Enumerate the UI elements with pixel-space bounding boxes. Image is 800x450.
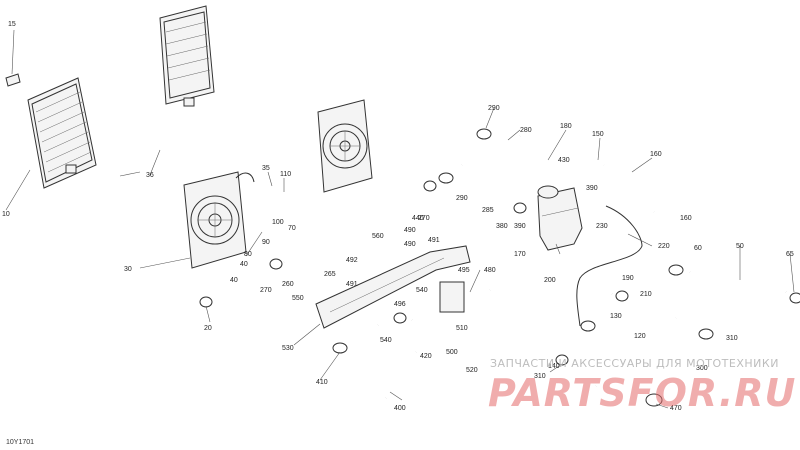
plate-15 xyxy=(5,73,21,87)
leader-lines xyxy=(5,29,795,409)
callout-492: 492 xyxy=(346,257,358,264)
callout-540: 540 xyxy=(380,337,392,344)
callout-160: 160 xyxy=(650,151,662,158)
callout-280: 280 xyxy=(520,127,532,134)
callout-400: 400 xyxy=(394,405,406,412)
radiator-left xyxy=(27,77,97,189)
callout-160: 160 xyxy=(680,215,692,222)
callout-310: 310 xyxy=(726,335,738,342)
callout-490: 490 xyxy=(404,227,416,234)
callout-420: 420 xyxy=(420,353,432,360)
callout-290: 290 xyxy=(488,105,500,112)
callout-270: 270 xyxy=(418,215,430,222)
hose-160 xyxy=(603,164,655,213)
callout-130: 130 xyxy=(610,313,622,320)
callout-430: 430 xyxy=(558,157,570,164)
callout-480: 480 xyxy=(484,267,496,274)
callout-labels: 15 10 36 35 110 100 70 80 90 40 40 30 20 270 260 265 492… xyxy=(2,21,794,412)
callout-550: 550 xyxy=(292,295,304,302)
callout-440: 440 xyxy=(412,215,424,222)
callout-110: 110 xyxy=(280,171,291,178)
callout-230: 230 xyxy=(596,223,608,230)
callout-10: 10 xyxy=(2,211,10,218)
callout-170: 170 xyxy=(514,251,526,258)
callout-520: 520 xyxy=(466,367,478,374)
watermark-logo: PARTSFOR.RU xyxy=(488,371,796,415)
hose-220 xyxy=(576,205,643,327)
callout-470: 470 xyxy=(670,405,682,412)
callout-150: 150 xyxy=(592,131,604,138)
callout-491: 491 xyxy=(346,281,358,288)
hose-clamps xyxy=(199,128,800,407)
callout-310: 310 xyxy=(534,373,546,380)
radiator-top xyxy=(159,5,215,107)
callout-140: 140 xyxy=(548,363,560,370)
callout-390: 390 xyxy=(514,223,526,230)
callout-20: 20 xyxy=(204,325,212,332)
callout-530: 530 xyxy=(282,345,294,352)
callout-180: 180 xyxy=(560,123,572,130)
callout-190: 190 xyxy=(622,275,634,282)
callout-60: 60 xyxy=(694,245,702,252)
callout-70: 70 xyxy=(288,225,296,232)
callout-30: 30 xyxy=(124,266,132,273)
callout-495: 495 xyxy=(458,267,470,274)
callout-80: 80 xyxy=(244,251,252,258)
callout-390: 390 xyxy=(586,185,598,192)
callout-120: 120 xyxy=(634,333,646,340)
callout-40: 40 xyxy=(240,261,248,268)
callout-540: 540 xyxy=(416,287,428,294)
callout-200: 200 xyxy=(544,277,556,284)
diagram-code: 10Y1701 xyxy=(6,439,34,446)
callout-15: 15 xyxy=(8,21,16,28)
callout-265: 265 xyxy=(324,271,336,278)
callout-560: 560 xyxy=(372,233,384,240)
callout-100: 100 xyxy=(272,219,284,226)
callout-491: 491 xyxy=(428,237,440,244)
callout-35: 35 xyxy=(262,165,270,172)
coolant-reservoir xyxy=(537,185,583,251)
callout-490: 490 xyxy=(404,241,416,248)
callout-285: 285 xyxy=(482,207,494,214)
callout-510: 510 xyxy=(456,325,468,332)
callout-270: 270 xyxy=(260,287,272,294)
coolant-pipe-rail xyxy=(315,245,471,329)
callout-260: 260 xyxy=(282,281,294,288)
fan-shroud-right xyxy=(317,99,373,193)
callout-210: 210 xyxy=(640,291,652,298)
callout-50: 50 xyxy=(736,243,744,250)
callout-300: 300 xyxy=(696,365,708,372)
callout-410: 410 xyxy=(316,379,328,386)
fan-shroud-left xyxy=(183,171,255,269)
callout-380: 380 xyxy=(496,223,508,230)
callout-36: 36 xyxy=(146,172,154,179)
watermark-tagline: ЗАПЧАСТИ И АКСЕССУАРЫ ДЛЯ МОТОТЕХНИКИ xyxy=(490,357,779,370)
callout-290: 290 xyxy=(456,195,468,202)
callout-496: 496 xyxy=(394,301,406,308)
callout-220: 220 xyxy=(658,243,670,250)
callout-65: 65 xyxy=(786,251,794,258)
callout-90: 90 xyxy=(262,239,270,246)
callout-40: 40 xyxy=(230,277,238,284)
callout-500: 500 xyxy=(446,349,458,356)
